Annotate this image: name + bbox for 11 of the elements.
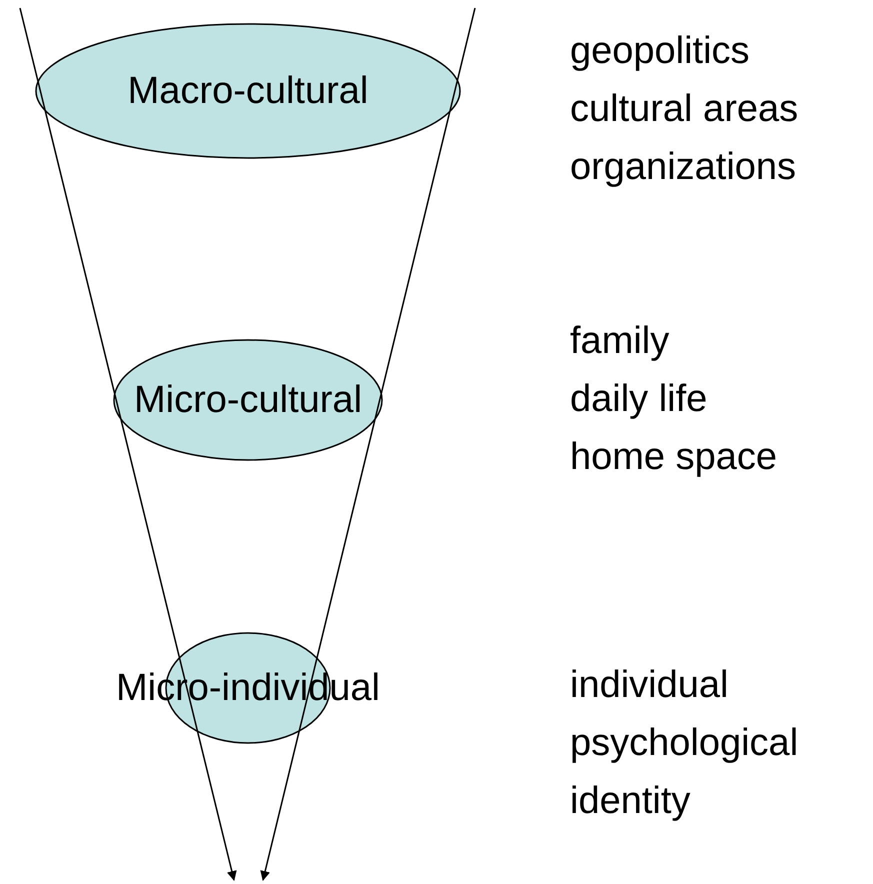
level-example: home space	[570, 435, 778, 480]
level-example: individual	[570, 663, 730, 708]
level-example: identity	[570, 779, 692, 824]
level-example: daily life	[570, 377, 708, 422]
level-example: psychological	[570, 721, 798, 766]
level-label: Micro-cultural	[134, 378, 362, 422]
level-example: geopolitics	[570, 29, 751, 74]
level-example: organizations	[570, 145, 798, 190]
level-example: cultural areas	[570, 87, 798, 132]
level-label: Macro-cultural	[128, 70, 368, 112]
level-example: family	[570, 319, 670, 364]
